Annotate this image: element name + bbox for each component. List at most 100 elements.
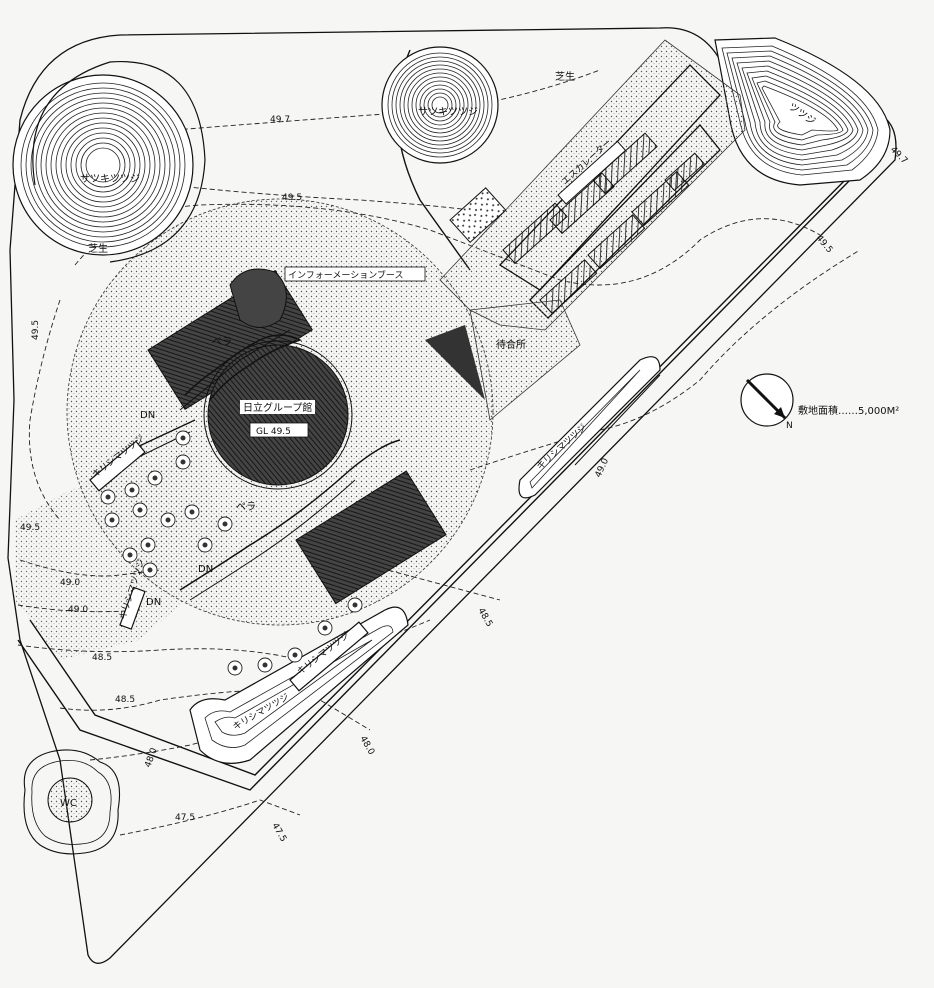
azalea-bed-right xyxy=(518,356,661,499)
label-info-booth: インフォーメーションブース xyxy=(288,269,403,281)
contour-label: 49.5 xyxy=(20,523,40,533)
contour-label: 48.5 xyxy=(115,695,135,705)
azalea-bed-top-right xyxy=(714,37,891,186)
label-dn-1: DN xyxy=(140,410,155,421)
bed-ring xyxy=(731,55,869,166)
bed-ring xyxy=(30,92,176,238)
contour-label: 47.5 xyxy=(269,822,288,844)
bed-ring xyxy=(741,65,859,156)
service-road xyxy=(574,374,661,466)
contour-label: 49.5 xyxy=(31,320,41,340)
tree-symbol-center xyxy=(222,521,228,527)
bed-ring xyxy=(85,147,121,183)
contour-label: 49.0 xyxy=(68,605,88,615)
tree-symbol-center xyxy=(232,665,238,671)
tree-symbol-center xyxy=(105,494,111,500)
bed-ring xyxy=(65,127,141,203)
bed-ring xyxy=(25,87,181,243)
tree-symbol-center xyxy=(352,602,358,608)
waiting-area xyxy=(469,299,581,421)
bed-ring xyxy=(721,45,879,176)
label-dn-2: DN xyxy=(198,564,213,575)
contour-label: 48.0 xyxy=(357,735,376,758)
bed-ring xyxy=(761,85,839,136)
tree-symbol-center xyxy=(180,435,186,441)
tree-symbol-center xyxy=(292,652,298,658)
bed-ring xyxy=(387,52,493,158)
bed-ring xyxy=(726,50,874,171)
label-satsuki-top: サツキツツジ xyxy=(418,106,478,118)
bed-ring xyxy=(55,117,151,213)
label-slope-lower: ペラ xyxy=(236,501,256,513)
bed-ring xyxy=(427,92,453,118)
contour-label: 49.5 xyxy=(282,193,302,203)
azalea-bed-top xyxy=(381,46,499,164)
escalator-structure xyxy=(449,64,721,319)
label-wc: WC xyxy=(60,798,77,809)
tree-symbol-center xyxy=(180,459,186,465)
site-area-label: 敷地面積……5,000M² xyxy=(798,404,899,417)
lawn-left-outline xyxy=(32,60,206,263)
tree-symbol-center xyxy=(165,517,171,523)
label-pavilion-gl: GL 49.5 xyxy=(256,427,291,437)
north-label: N xyxy=(786,421,793,431)
label-waiting-area: 待合所 xyxy=(496,338,526,351)
dark-wedge xyxy=(425,325,485,400)
bed-ring xyxy=(20,82,186,248)
tree-symbol-center xyxy=(322,625,328,631)
contour-label: 49.0 xyxy=(594,457,612,480)
bed-ring xyxy=(751,75,849,146)
tree-symbol-center xyxy=(262,662,268,668)
tree-symbol-center xyxy=(202,542,208,548)
bed-ring xyxy=(75,137,131,193)
label-shiba-left: 芝生 xyxy=(88,242,108,255)
kirishima-bed-3 xyxy=(289,621,369,692)
bed-ring xyxy=(391,56,489,154)
kirishima-bed-1 xyxy=(89,440,146,492)
bed-ring xyxy=(70,132,136,198)
bed-ring xyxy=(50,112,156,218)
contour-label: 49.7 xyxy=(270,115,290,125)
north-arrow: N xyxy=(740,373,794,431)
contour-label: 48.5 xyxy=(475,607,494,629)
bed-ring xyxy=(736,60,864,161)
bed-ring xyxy=(403,68,477,142)
pavilion-wing-lower xyxy=(295,470,447,605)
trees xyxy=(100,430,363,676)
site-boundary xyxy=(7,27,897,964)
bed-ring xyxy=(419,84,461,126)
label-shiba-top: 芝生 xyxy=(555,70,575,83)
bed-ring xyxy=(411,76,469,134)
bed-ring xyxy=(415,80,465,130)
contour-label: 49.0 xyxy=(60,578,80,588)
contour-label: 49.5 xyxy=(814,234,835,256)
walkway-line xyxy=(17,179,851,791)
bed-ring xyxy=(423,88,457,122)
bed-ring xyxy=(431,96,449,114)
azalea-bed-left xyxy=(12,74,194,256)
label-satsuki-left: サツキツツジ xyxy=(80,173,140,185)
ramp-upper xyxy=(184,334,302,401)
bed-ring xyxy=(399,64,481,146)
label-pavilion-name: 日立グループ館 xyxy=(243,401,312,414)
stippled-path xyxy=(15,450,230,660)
contour-label: 48.5 xyxy=(92,653,112,663)
tree-symbol-center xyxy=(189,509,195,515)
bed-ring xyxy=(756,80,844,141)
tree-symbol-center xyxy=(127,552,133,558)
ramp-lower xyxy=(179,439,401,591)
tree-symbol-center xyxy=(145,542,151,548)
tree-symbol-center xyxy=(109,517,115,523)
tree-symbol-center xyxy=(147,567,153,573)
tree-symbol-center xyxy=(152,475,158,481)
tree-symbol-center xyxy=(129,487,135,493)
bed-ring xyxy=(35,97,171,233)
bed-ring xyxy=(60,122,146,208)
kirishima-bed-2 xyxy=(119,586,146,630)
contour-label: 47.5 xyxy=(175,813,195,823)
bed-ring xyxy=(395,60,485,150)
label-slope-upper: ペラ xyxy=(212,336,232,348)
label-dn-3: DN xyxy=(146,597,161,608)
bed-ring xyxy=(40,102,166,228)
